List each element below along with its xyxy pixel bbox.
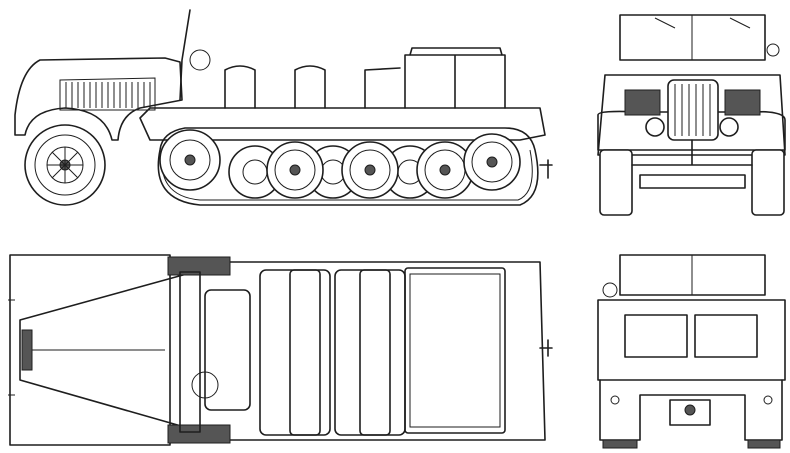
radiator: [667, 79, 719, 141]
front-grille: [21, 329, 33, 371]
axle-bumper: [631, 139, 753, 189]
grille-right: [724, 89, 761, 116]
radiator-grille: [59, 77, 156, 111]
grille-slats: [65, 82, 151, 108]
hood-top: [9, 254, 171, 446]
track: [157, 127, 539, 206]
hood-fender: [14, 57, 183, 141]
stowage-box-top: [404, 267, 506, 434]
seat-backs: [224, 65, 401, 109]
seat-row-2: [334, 269, 406, 436]
stowage-box: [404, 47, 506, 109]
windscreen-frame: [179, 9, 191, 101]
rear-body: [597, 299, 786, 381]
tow-hook: [539, 159, 553, 179]
steering-wheel-top: [191, 371, 219, 399]
front-view: [597, 14, 786, 216]
driver-seat: [204, 289, 251, 411]
steering-wheel: [189, 49, 211, 71]
body-side: [139, 107, 546, 141]
rear-locker-right: [694, 314, 758, 358]
front-tire-left: [599, 149, 633, 216]
rear-mirror: [602, 282, 618, 298]
top-view: [8, 254, 553, 446]
front-body: [597, 74, 786, 156]
tow-hook-top: [539, 339, 553, 357]
rear-hitch: [669, 399, 711, 426]
road-wheels: [159, 129, 521, 199]
side-view: [14, 9, 553, 206]
mirror: [766, 43, 780, 57]
track-hatch-bottom: [167, 424, 231, 444]
rear-view: [597, 254, 786, 449]
headlight-right: [719, 117, 739, 137]
grille-left: [624, 89, 661, 116]
body-outline: [19, 261, 546, 441]
windscreen-top: [179, 271, 201, 433]
rear-locker-left: [624, 314, 688, 358]
track-hatch-top: [167, 256, 231, 276]
front-tire-right: [751, 149, 785, 216]
headlight-left: [645, 117, 665, 137]
